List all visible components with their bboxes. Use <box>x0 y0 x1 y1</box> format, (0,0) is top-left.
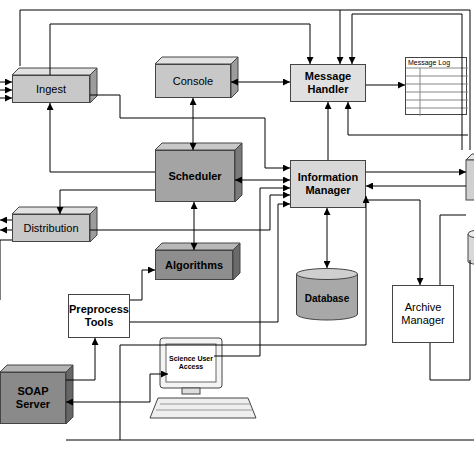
bevel-top <box>0 365 73 372</box>
partial-cylinder <box>468 234 474 264</box>
node-label: Information Manager <box>293 171 363 196</box>
node-label: Message Log <box>408 59 450 67</box>
process-box: Message Handler <box>290 64 366 102</box>
node-label: Message Handler <box>293 70 363 95</box>
external-line <box>0 220 12 221</box>
node-label: Distribution <box>23 222 78 235</box>
module-box: Console <box>155 64 231 98</box>
cylinder-top <box>297 269 358 280</box>
table-rule <box>406 58 468 116</box>
monitor-stand <box>182 388 200 394</box>
bevel-side <box>66 365 73 424</box>
external-line <box>0 90 12 91</box>
module-box: Scheduler <box>155 150 235 202</box>
external-line <box>0 82 12 83</box>
connector <box>231 82 290 83</box>
node-label: Console <box>173 75 213 88</box>
bus-line <box>440 215 466 285</box>
screen-label: Science User Access <box>168 346 214 380</box>
bevel-top <box>12 68 97 75</box>
connector <box>328 102 329 160</box>
bevel-side <box>90 68 97 103</box>
bus-line <box>66 440 474 441</box>
connector <box>366 85 405 86</box>
bevel-top <box>155 143 242 150</box>
keyboard <box>150 398 256 418</box>
bevel-top <box>155 57 238 64</box>
bus-line <box>352 14 353 64</box>
bevel-side <box>231 57 238 98</box>
module-box: Distribution <box>12 214 90 242</box>
external-line <box>0 230 12 231</box>
bevel-side <box>235 143 242 202</box>
process-box: Preprocess Tools <box>68 294 130 338</box>
bus-line <box>366 186 466 187</box>
database-cylinder: Database <box>296 268 358 320</box>
connector <box>327 208 328 268</box>
node-label: Database <box>305 293 349 305</box>
bus-line <box>340 10 341 64</box>
table-rule <box>406 68 468 116</box>
connector <box>130 270 155 300</box>
connector <box>130 204 290 322</box>
node-label: SOAP Server <box>3 385 63 410</box>
external-line <box>0 240 12 300</box>
box-bevel <box>466 154 474 160</box>
bevel-side <box>90 207 97 242</box>
module-box: SOAP Server <box>0 372 66 424</box>
log-table: Message Log <box>405 57 467 115</box>
bus-line <box>366 172 466 173</box>
cylinder-body <box>297 274 358 320</box>
keyboard-keys <box>156 404 252 410</box>
module-box: Ingest <box>12 75 90 103</box>
connector <box>66 374 168 402</box>
monitor-body <box>160 338 222 388</box>
partial-box <box>466 160 474 200</box>
connector <box>50 103 155 172</box>
connector <box>235 180 290 181</box>
node-label: Preprocess Tools <box>69 303 129 328</box>
node-label: Scheduler <box>168 170 221 183</box>
bevel-top <box>12 207 97 214</box>
connector <box>193 98 194 150</box>
bevel-top <box>155 243 240 250</box>
node-label: Science User Access <box>169 355 213 371</box>
module-box: Algorithms <box>155 250 233 280</box>
node-label: Algorithms <box>165 259 223 272</box>
bus-line <box>120 196 366 440</box>
node-label: Archive Manager <box>395 301 451 326</box>
process-box: Information Manager <box>290 160 366 208</box>
partial-cylinder-top <box>468 230 474 238</box>
connector <box>366 200 420 285</box>
process-box: Archive Manager <box>392 285 454 343</box>
bevel-side <box>233 243 240 280</box>
node-label: Ingest <box>36 83 66 96</box>
external-line <box>0 98 12 99</box>
monitor-screen <box>166 344 216 382</box>
